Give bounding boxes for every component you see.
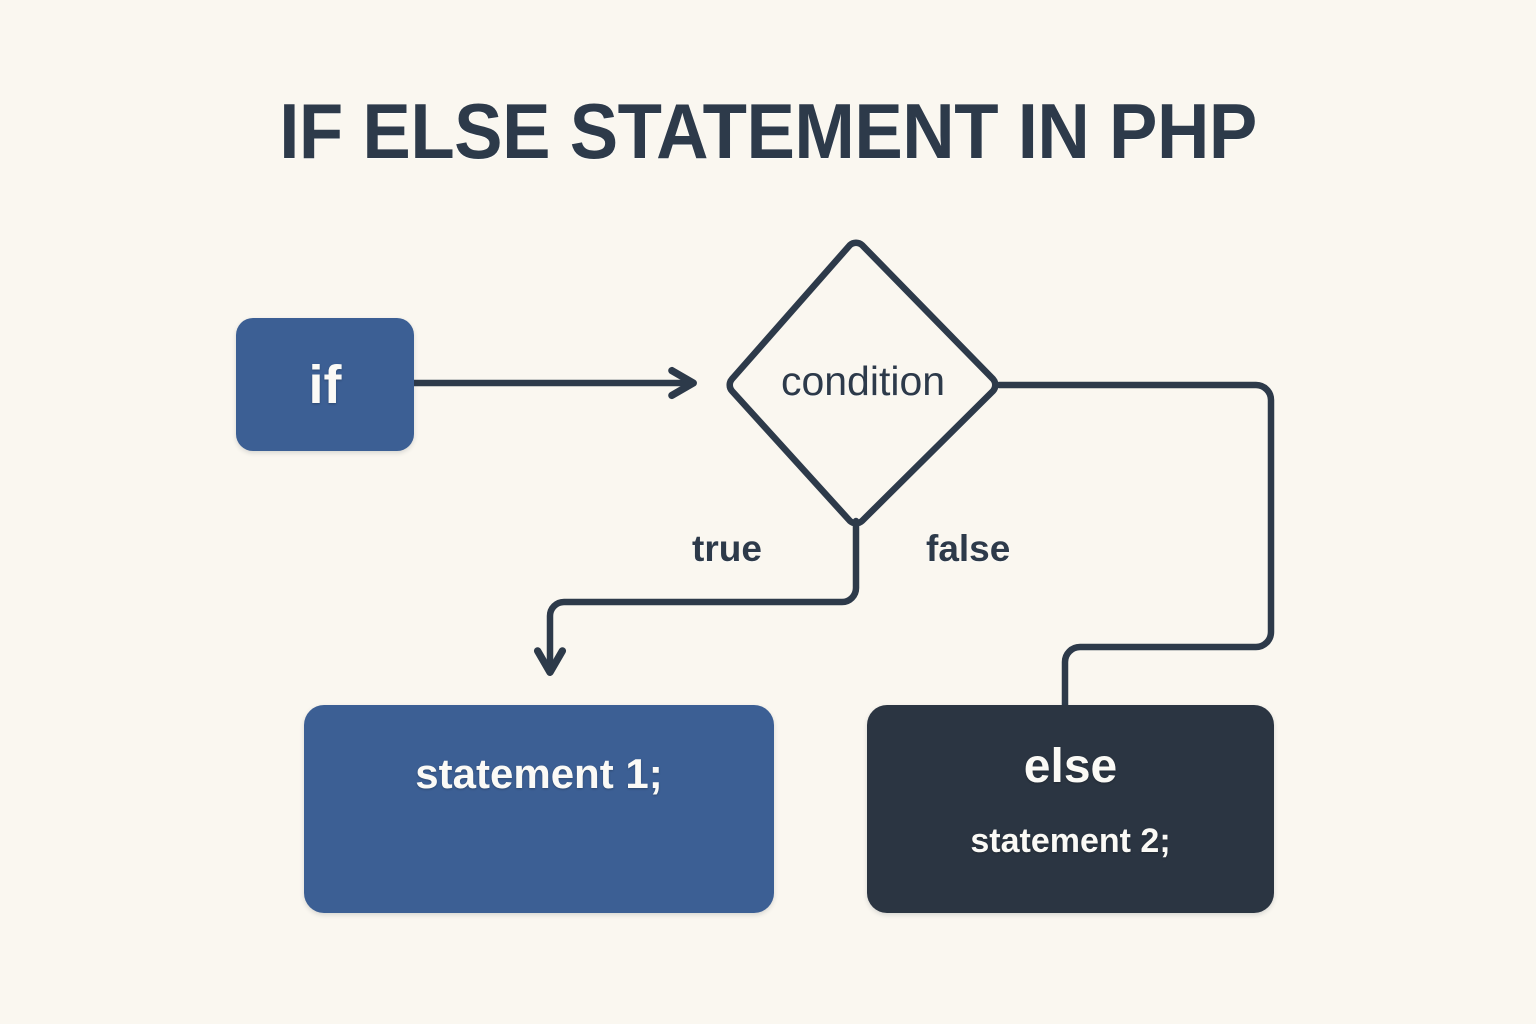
node-else[interactable]: else statement 2; [867, 705, 1274, 913]
page-title: IF ELSE STATEMENT IN PHP [279, 87, 1257, 175]
node-else-label: else [1023, 740, 1118, 793]
node-statement1[interactable]: statement 1; [304, 705, 774, 913]
edge-label-true: true [692, 528, 762, 569]
node-condition-label: condition [780, 358, 946, 404]
node-else-sublabel: statement 2; [970, 822, 1171, 860]
edge-condition-false [995, 381, 1275, 711]
node-if[interactable]: if [236, 318, 414, 451]
edge-condition-true [533, 517, 860, 676]
condition-diamond [726, 239, 999, 527]
edge-label-false: false [926, 528, 1011, 569]
node-statement1-label: statement 1; [415, 750, 663, 797]
node-if-label: if [308, 354, 342, 415]
